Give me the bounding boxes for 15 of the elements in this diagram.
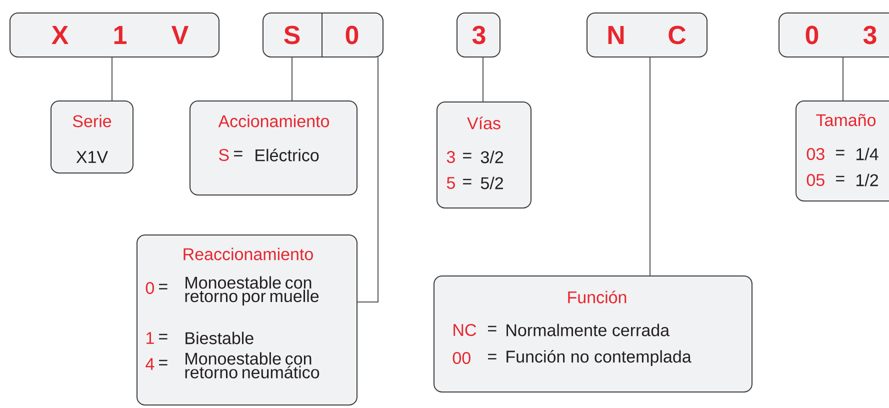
description-box: Tamaño 03 = 1/4 05 = 1/2 [796, 100, 889, 202]
code-box: N C [586, 12, 708, 58]
description-box: Serie X1V [50, 100, 134, 174]
connector-line [482, 56, 484, 102]
description-box: Accionamiento S = Eléctrico [190, 100, 358, 196]
description-box: Reaccionamiento 0 = Monoestable con retorno por muelle 1 = Biestable 4 = Monoestable con retorno neumático [136, 234, 358, 406]
code-box: 3 [456, 12, 500, 58]
description-box: Vías 3 = 3/2 5 = 5/2 [436, 102, 532, 208]
connector-line [842, 56, 844, 102]
code-box: 0 [322, 12, 384, 58]
code-box: X 1 V [10, 12, 220, 58]
description-box: Función NC = Normalmente cerrada 00 = Función no contemplada [434, 276, 752, 392]
code-box: 0 3 [778, 12, 889, 58]
connector-line [356, 56, 378, 302]
code-box: S [262, 12, 322, 58]
